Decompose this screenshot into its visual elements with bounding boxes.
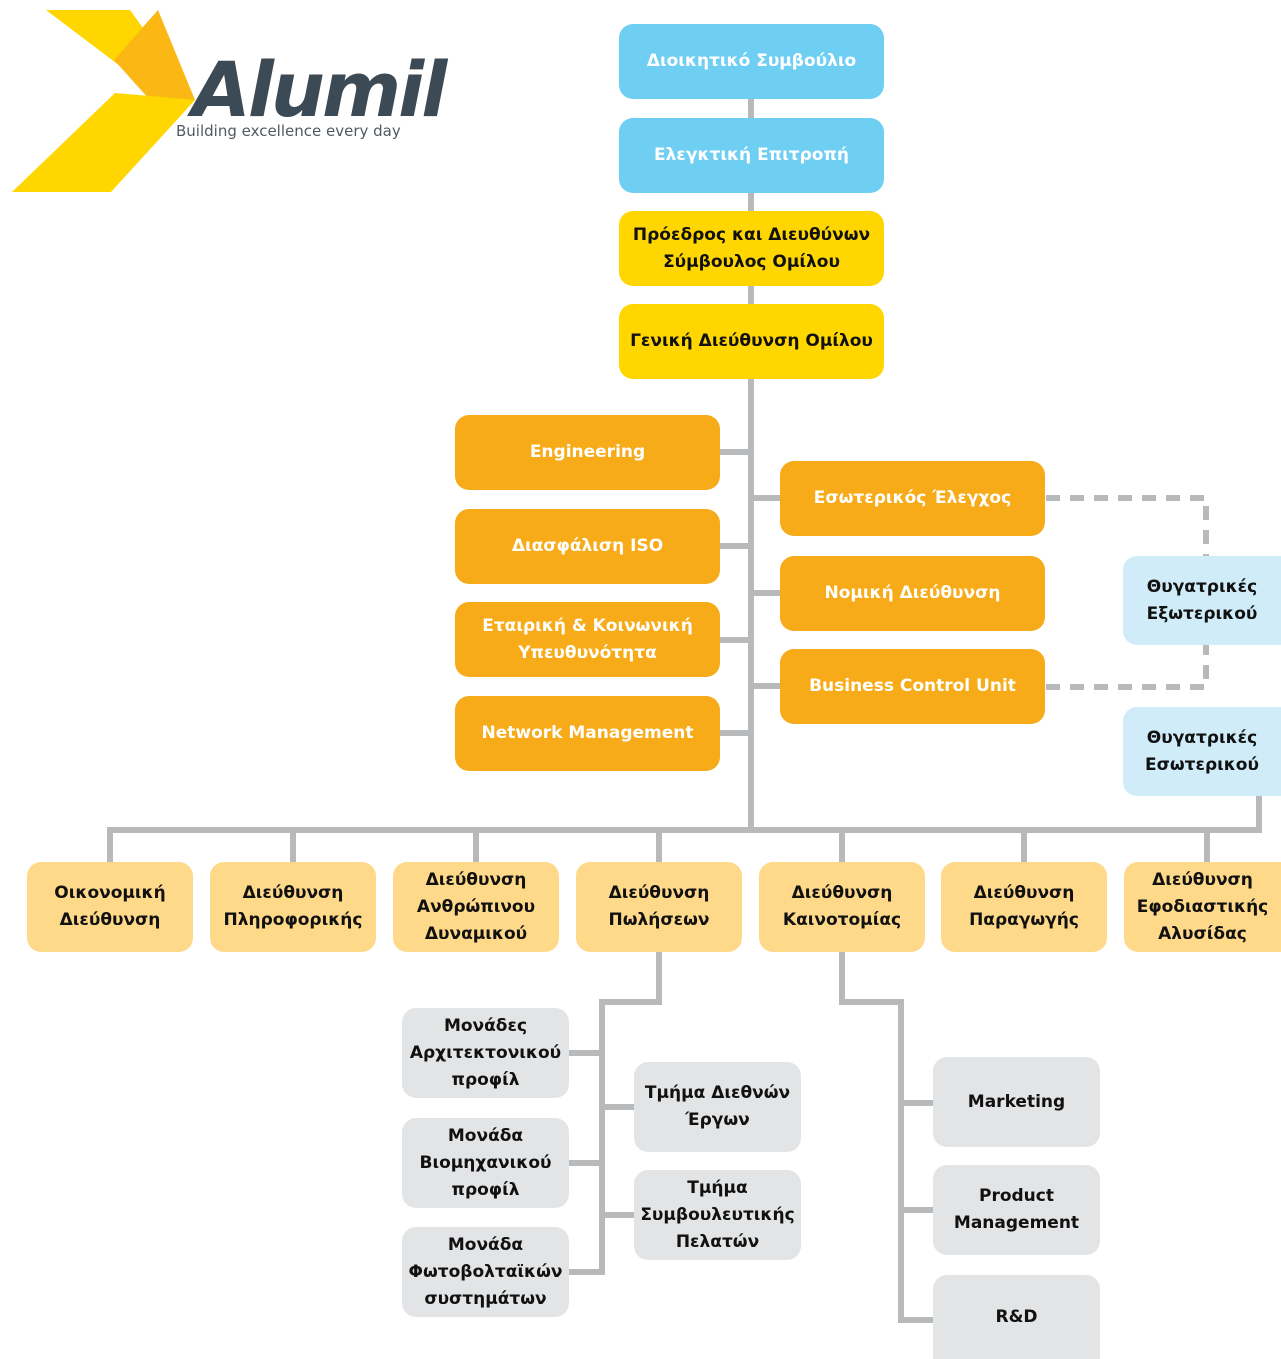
finance-division-box: Οικονομική Διεύθυνση [27,862,193,952]
innovation-subtree-connector [839,949,904,1323]
foreign-subsidiaries-label: Θυγατρικές Εξωτερικού [1146,576,1258,624]
iso-assurance-label: Διασφάλιση ISO [511,536,664,556]
network-management-label: Network Management [481,723,694,743]
engineering-label: Engineering [529,442,646,462]
legal-department-label: Νομική Διεύθυνση [824,583,1001,603]
audit-committee-box: Ελεγκτική Επιτροπή [619,118,884,193]
product-management-label: Product Management [953,1186,1080,1233]
hr-division-box: Διεύθυνση Ανθρώπινου Δυναμικού [393,862,559,952]
marketing-label: Marketing [967,1091,1066,1112]
alumil-logo: Alumil Building excellence every day [10,8,447,198]
business-control-unit-label: Business Control Unit [809,676,1016,696]
domestic-subsidiaries-box: Θυγατρικές Εσωτερικού [1123,707,1281,796]
sales-division-label: Διεύθυνση Πωλήσεων [608,883,710,930]
foreign-subsidiaries-box: Θυγατρικές Εξωτερικού [1123,556,1281,645]
internal-audit-box: Εσωτερικός Έλεγχος [780,461,1045,536]
architectural-profile-units-box: Μονάδες Αρχιτεκτονικού προφίλ [402,1008,569,1098]
logo-chevron-icon [12,10,195,192]
logo-chevron-bottom [12,93,195,192]
solid-connectors [107,57,1262,1323]
logo-chevron-center [114,10,195,100]
marketing-box: Marketing [933,1057,1100,1147]
csr-box: Εταιρική & Κοινωνική Υπευθυνότητα [455,602,720,677]
customer-advisory-box: Τμήμα Συμβουλευτικής Πελατών [634,1170,801,1260]
photovoltaic-unit-label: Μονάδα Φωτοβολταϊκών συστημάτων [408,1234,563,1309]
logo-wordmark: Alumil [192,45,447,134]
engineering-box: Engineering [455,415,720,490]
network-management-box: Network Management [455,696,720,771]
rnd-box: R&D [933,1275,1100,1359]
board-of-directors-box: Διοικητικό Συμβούλιο [619,24,884,99]
ceo-label: Πρόεδρος και Διευθύνων Σύμβουλος Ομίλου [632,224,871,272]
ceo-box: Πρόεδρος και Διευθύνων Σύμβουλος Ομίλου [619,211,884,286]
csr-label: Εταιρική & Κοινωνική Υπευθυνότητα [482,615,693,663]
supply-chain-division-label: Διεύθυνση Εφοδιαστικής Αλυσίδας [1136,869,1269,944]
logo-tagline: Building excellence every day [176,122,401,140]
customer-advisory-label: Τμήμα Συμβουλευτικής Πελατών [640,1177,795,1252]
it-division-box: Διεύθυνση Πληροφορικής [210,862,376,952]
domestic-subsidiaries-label: Θυγατρικές Εσωτερικού [1145,727,1259,775]
architectural-profile-units-label: Μονάδες Αρχιτεκτονικού προφίλ [409,1015,562,1090]
foreign-subsidiaries-bcu-link [1046,645,1209,690]
photovoltaic-unit-box: Μονάδα Φωτοβολταϊκών συστημάτων [402,1227,569,1317]
general-management-label: Γενική Διεύθυνση Ομίλου [630,331,873,351]
general-management-box: Γενική Διεύθυνση Ομίλου [619,304,884,379]
international-projects-label: Τμήμα Διεθνών Έργων [644,1083,791,1130]
production-division-label: Διεύθυνση Παραγωγής [969,883,1079,930]
international-projects-box: Τμήμα Διεθνών Έργων [634,1062,801,1152]
legal-department-box: Νομική Διεύθυνση [780,556,1045,631]
business-control-unit-box: Business Control Unit [780,649,1045,724]
product-management-box: Product Management [933,1165,1100,1255]
innovation-division-label: Διεύθυνση Καινοτομίας [782,883,902,930]
rnd-label: R&D [995,1306,1038,1327]
sales-division-box: Διεύθυνση Πωλήσεων [576,862,742,952]
it-division-label: Διεύθυνση Πληροφορικής [223,883,363,930]
internal-audit-label: Εσωτερικός Έλεγχος [813,488,1012,508]
audit-committee-label: Ελεγκτική Επιτροπή [654,145,849,165]
iso-assurance-box: Διασφάλιση ISO [455,509,720,584]
dashed-connectors [1046,495,1209,690]
production-division-box: Διεύθυνση Παραγωγής [941,862,1107,952]
innovation-division-box: Διεύθυνση Καινοτομίας [759,862,925,952]
supply-chain-division-box: Διεύθυνση Εφοδιαστικής Αλυσίδας [1124,862,1281,952]
hr-division-label: Διεύθυνση Ανθρώπινου Δυναμικού [416,869,536,944]
board-of-directors-label: Διοικητικό Συμβούλιο [646,51,857,71]
industrial-profile-unit-box: Μονάδα Βιομηχανικού προφίλ [402,1118,569,1208]
sales-subtree-connector [599,949,662,1275]
foreign-subsidiaries-audit-link [1046,495,1209,556]
finance-division-label: Οικονομική Διεύθυνση [54,883,166,930]
industrial-profile-unit-label: Μονάδα Βιομηχανικού προφίλ [419,1125,552,1200]
